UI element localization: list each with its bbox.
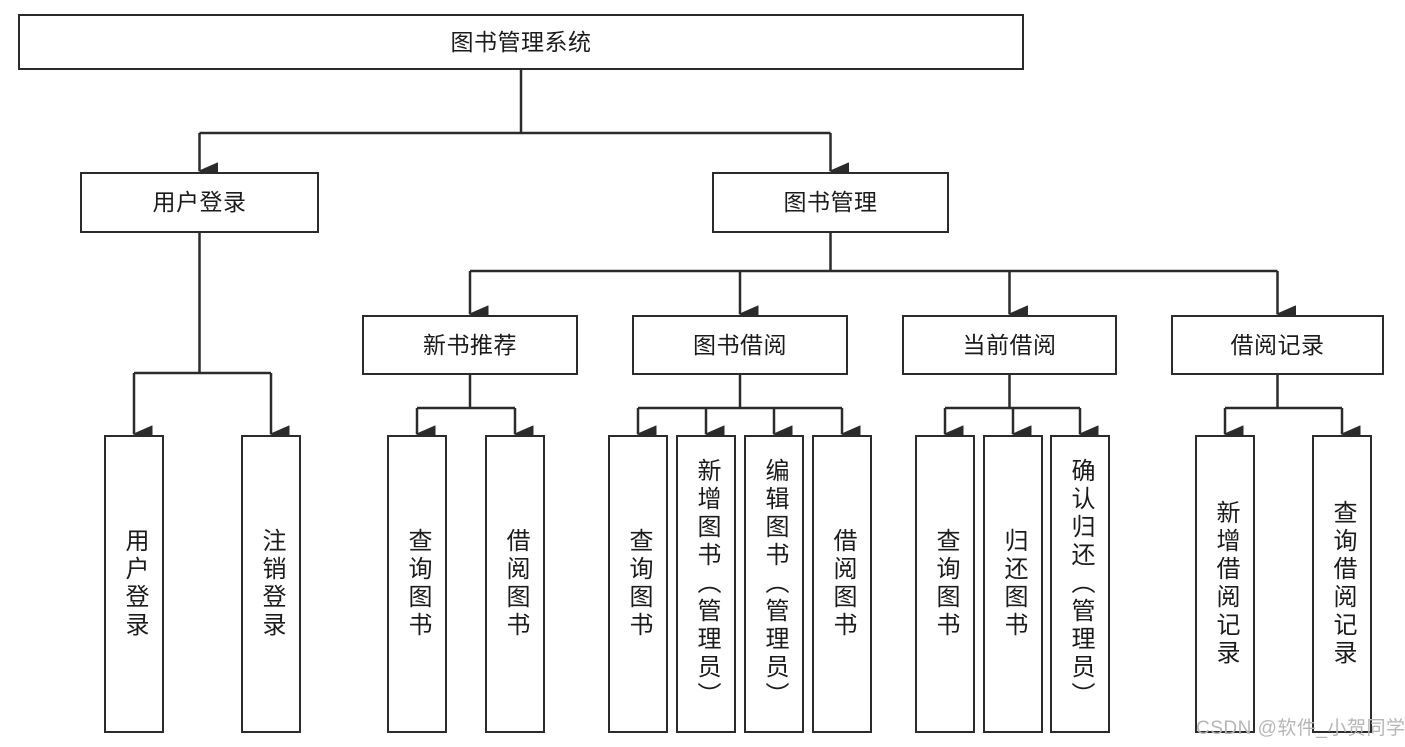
node-user-login[interactable]: 用户登录: [80, 172, 319, 233]
node-label: 注销登录: [257, 528, 285, 640]
node-leaf-confirm-return[interactable]: 确认归还（管理员）: [1050, 435, 1110, 733]
node-leaf-edit-book[interactable]: 编辑图书（管理员）: [744, 435, 804, 733]
node-label: 确认归还（管理员）: [1066, 458, 1094, 710]
node-leaf-query-book-3[interactable]: 查询图书: [915, 435, 975, 733]
node-label: 图书管理系统: [450, 28, 592, 55]
node-book-manage[interactable]: 图书管理: [712, 172, 949, 233]
node-leaf-add-book[interactable]: 新增图书（管理员）: [676, 435, 736, 733]
node-root[interactable]: 图书管理系统: [18, 14, 1024, 70]
node-label: 借阅图书: [501, 528, 529, 640]
node-label: 当前借阅: [962, 331, 1057, 358]
node-label: 借阅图书: [828, 528, 856, 640]
node-leaf-query-record[interactable]: 查询借阅记录: [1312, 435, 1372, 733]
node-label: 查询图书: [624, 528, 652, 640]
node-label: 归还图书: [999, 528, 1027, 640]
node-label: 借阅记录: [1230, 331, 1325, 358]
node-label: 编辑图书（管理员）: [760, 458, 788, 710]
node-label: 图书借阅: [693, 331, 787, 358]
node-leaf-logout[interactable]: 注销登录: [241, 435, 301, 733]
node-label: 查询图书: [403, 528, 431, 640]
node-leaf-borrow-book-2[interactable]: 借阅图书: [812, 435, 872, 733]
node-label: 查询图书: [931, 528, 959, 640]
node-leaf-return-book[interactable]: 归还图书: [983, 435, 1043, 733]
node-label: 新增图书（管理员）: [692, 458, 720, 710]
node-leaf-query-book-1[interactable]: 查询图书: [387, 435, 447, 733]
node-label: 查询借阅记录: [1328, 500, 1356, 668]
node-borrow-record[interactable]: 借阅记录: [1171, 315, 1384, 375]
node-label: 用户登录: [120, 528, 148, 640]
node-label: 新增借阅记录: [1211, 500, 1239, 668]
node-label: 用户登录: [152, 189, 247, 216]
node-label: 新书推荐: [423, 331, 517, 358]
node-label: 图书管理: [783, 189, 878, 216]
node-leaf-add-record[interactable]: 新增借阅记录: [1195, 435, 1255, 733]
node-current-borrow[interactable]: 当前借阅: [902, 315, 1117, 375]
node-leaf-borrow-book-1[interactable]: 借阅图书: [485, 435, 545, 733]
node-book-borrow[interactable]: 图书借阅: [632, 315, 848, 375]
node-leaf-user-login[interactable]: 用户登录: [104, 435, 164, 733]
node-new-book-rec[interactable]: 新书推荐: [362, 315, 578, 375]
node-leaf-query-book-2[interactable]: 查询图书: [608, 435, 668, 733]
